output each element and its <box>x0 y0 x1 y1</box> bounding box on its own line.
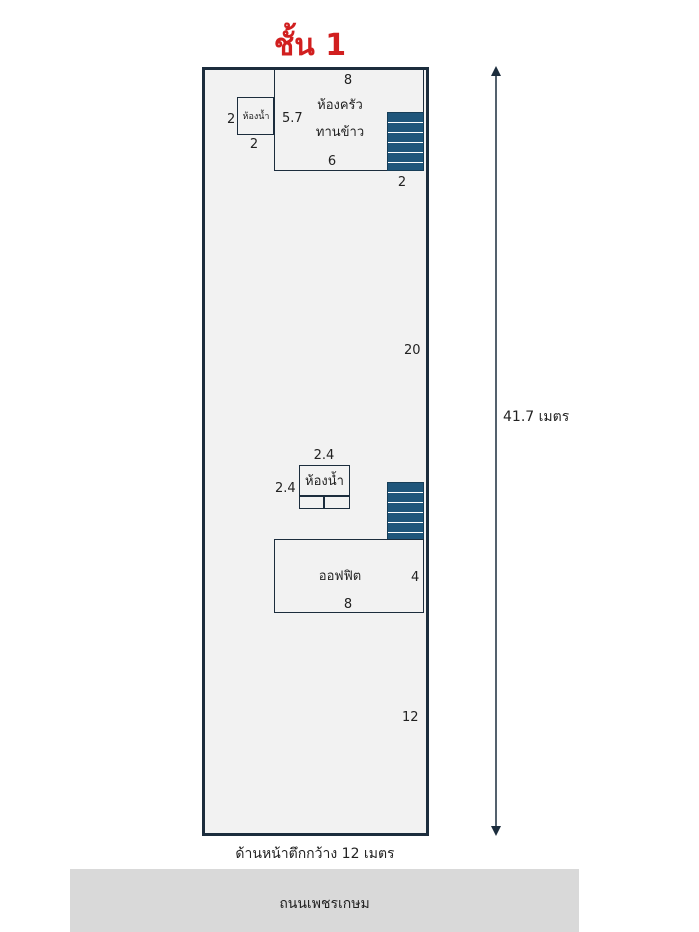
upper-stairs-width: 2 <box>397 175 407 190</box>
small-bathroom-label: ห้องน้ำ <box>242 112 270 122</box>
kitchen-label-line1: ห้องครัว <box>317 98 363 113</box>
middle-bathroom-divider-v <box>323 495 325 509</box>
front-width-label: ด้านหน้าตึกกว้าง 12 เมตร <box>235 846 395 862</box>
kitchen-height: 5.7 <box>282 111 303 126</box>
road-label: ถนนเพชรเกษม <box>279 896 370 912</box>
middle-bathroom-height: 2.4 <box>275 481 296 496</box>
kitchen-width-bottom: 6 <box>327 154 337 169</box>
middle-bathroom-label: ห้องน้ำ <box>305 474 344 489</box>
lower-stairs <box>387 482 424 540</box>
total-length-label: 41.7 เมตร <box>503 409 570 425</box>
office-width: 8 <box>343 597 353 612</box>
middle-bathroom <box>299 465 350 509</box>
total-length-arrow <box>491 66 501 836</box>
building-outline <box>202 67 429 836</box>
middle-bathroom-width: 2.4 <box>313 448 335 463</box>
office-room <box>274 539 424 613</box>
small-bathroom <box>237 97 274 135</box>
road <box>70 869 579 932</box>
office-label: ออฟฟิต <box>318 569 362 584</box>
side-length-lower: 12 <box>402 710 419 725</box>
side-length-upper: 20 <box>404 343 421 358</box>
upper-stairs <box>387 112 424 171</box>
kitchen-label-line2: ทานข้าว <box>315 125 365 140</box>
floor-title: ชั้น 1 <box>273 28 347 63</box>
kitchen-width-top: 8 <box>343 73 353 88</box>
small-bathroom-height: 2 <box>227 112 236 127</box>
office-height: 4 <box>411 570 420 585</box>
small-bathroom-width: 2 <box>249 137 259 152</box>
middle-bathroom-divider-h <box>299 495 350 497</box>
